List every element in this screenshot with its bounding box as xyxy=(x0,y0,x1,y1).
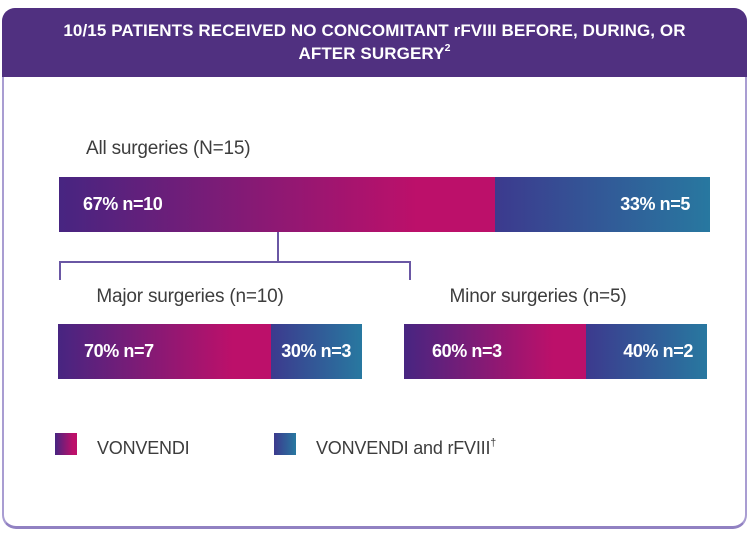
header-reference-superscript: 2 xyxy=(444,41,451,54)
legend-combo-text: VONVENDI and rFVIII xyxy=(316,438,491,458)
connector-horizontal-line xyxy=(59,261,411,263)
bar-major-segment-vonvendi: 70% n=7 xyxy=(58,324,271,379)
legend-label-combo: VONVENDI and rFVIII† xyxy=(316,433,496,459)
group-label-major-surgeries: Major surgeries (n=10) xyxy=(96,286,284,307)
legend-combo-dagger-superscript: † xyxy=(490,437,497,449)
bar-minor-vonvendi-value: 60% n=3 xyxy=(432,341,502,361)
header-title-text: 10/15 PATIENTS RECEIVED NO CONCOMITANT r… xyxy=(63,21,686,63)
bar-minor-combo-value: 40% n=2 xyxy=(623,341,693,361)
group-label-all-surgeries: All surgeries (N=15) xyxy=(86,138,251,159)
group-label-minor-surgeries: Minor surgeries (n=5) xyxy=(449,286,627,307)
bar-all-segment-combo: 33% n=5 xyxy=(495,177,710,232)
bar-major-combo-value: 30% n=3 xyxy=(281,341,351,361)
bar-minor-segment-vonvendi: 60% n=3 xyxy=(404,324,586,379)
bar-all-surgeries: 67% n=10 33% n=5 xyxy=(59,177,710,232)
bar-major-vonvendi-value: 70% n=7 xyxy=(84,341,154,361)
connector-right-tick xyxy=(409,261,411,280)
bar-major-surgeries: 70% n=7 30% n=3 xyxy=(58,324,362,379)
legend-label-vonvendi: VONVENDI xyxy=(97,433,190,459)
legend-swatch-combo xyxy=(274,433,296,455)
connector-left-tick xyxy=(59,261,61,280)
bar-all-combo-value: 33% n=5 xyxy=(620,194,690,214)
bar-major-segment-combo: 30% n=3 xyxy=(270,324,362,379)
bar-minor-segment-combo: 40% n=2 xyxy=(585,324,707,379)
connector-vertical-line xyxy=(277,232,279,263)
bar-minor-surgeries: 60% n=3 40% n=2 xyxy=(404,324,707,379)
legend-swatch-vonvendi xyxy=(55,433,77,455)
infographic-card: 10/15 PATIENTS RECEIVED NO CONCOMITANT r… xyxy=(2,8,747,529)
bar-all-vonvendi-value: 67% n=10 xyxy=(83,194,163,214)
legend-vonvendi-text: VONVENDI xyxy=(97,438,190,458)
header-title: 10/15 PATIENTS RECEIVED NO CONCOMITANT r… xyxy=(55,20,695,65)
bar-all-segment-vonvendi: 67% n=10 xyxy=(59,177,496,232)
header-banner: 10/15 PATIENTS RECEIVED NO CONCOMITANT r… xyxy=(2,8,747,77)
